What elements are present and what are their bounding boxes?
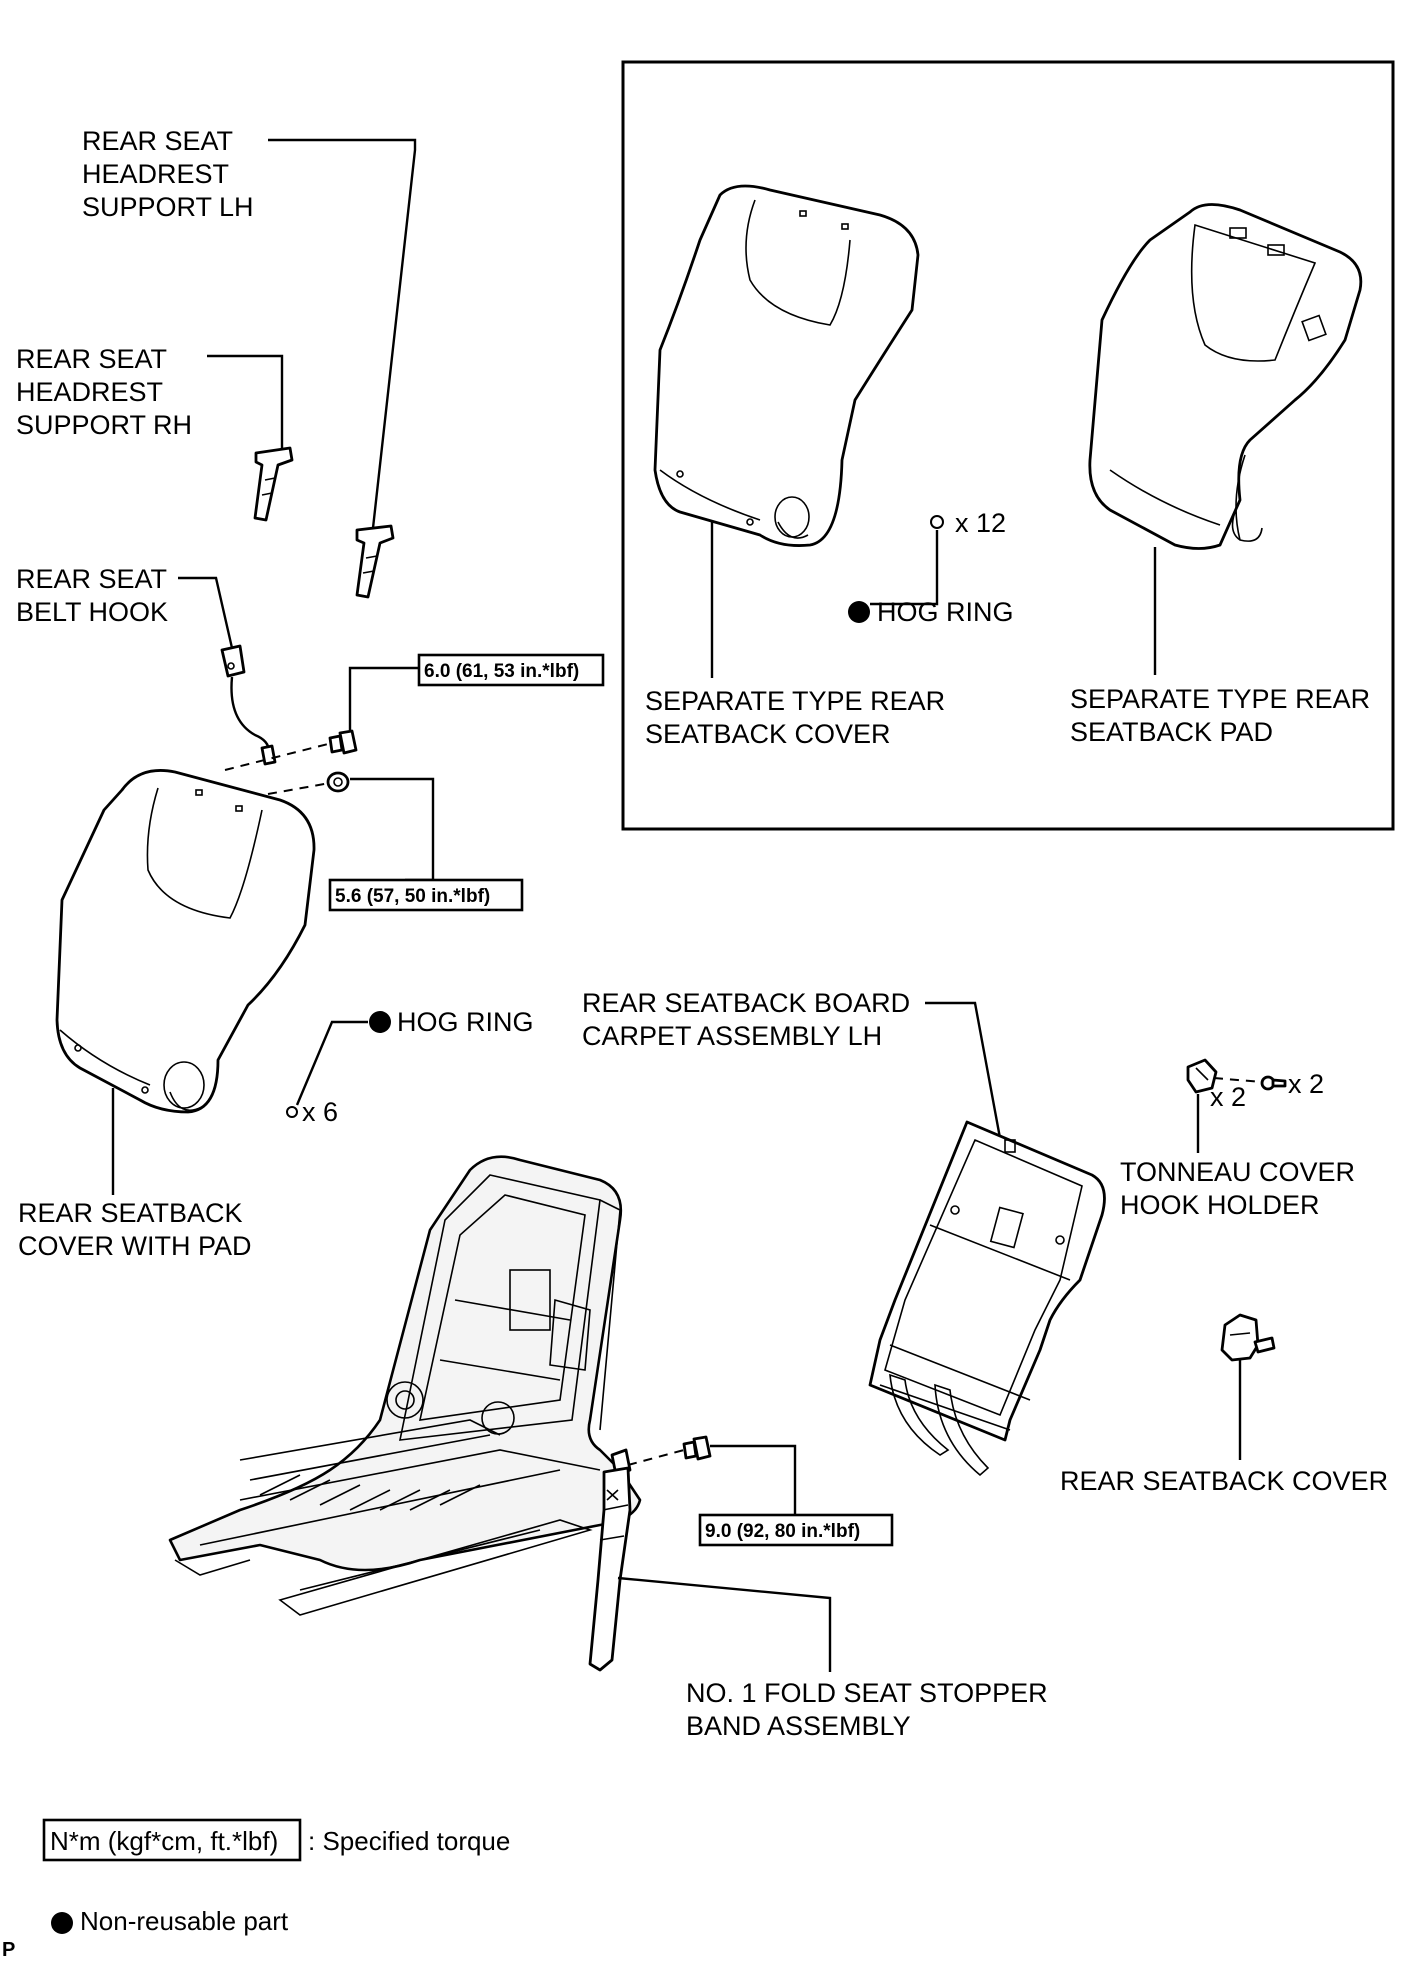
torque-9-0: 9.0 (92, 80 in.*lbf)	[705, 1521, 860, 1542]
stopper-band	[588, 1448, 632, 1672]
nut-5-6	[326, 771, 350, 793]
headrest-support-lh	[355, 524, 395, 599]
label-board-carpet: REAR SEATBACK BOARD CARPET ASSEMBLY LH	[582, 988, 918, 1051]
tonneau-screw-qty: x 2	[1288, 1069, 1324, 1099]
headrest-support-rh	[253, 446, 294, 522]
separate-seatback-pad	[1088, 203, 1363, 550]
hog-ring-inset-label: HOG RING	[877, 597, 1014, 627]
hog-ring-main-group: HOG RING x 6	[286, 1007, 534, 1127]
label-separate-pad: SEPARATE TYPE REAR SEATBACK PAD	[1070, 684, 1378, 747]
legend-torque-box	[42, 1818, 302, 1862]
tonneau-screw	[1260, 1075, 1287, 1091]
torque-box-5-6	[328, 878, 524, 912]
legend-torque-units: N*m (kgf*cm, ft.*lbf)	[50, 1826, 278, 1856]
seatback-board-carpet	[868, 1120, 1106, 1477]
tonneau-hook-holder-part	[1186, 1058, 1218, 1094]
label-seatback-cover: REAR SEATBACK COVER	[1060, 1466, 1388, 1496]
hog-ring-icon	[930, 515, 944, 529]
belt-hook	[220, 644, 277, 766]
label-headrest-lh: REAR SEAT HEADREST SUPPORT LH	[82, 126, 254, 222]
bolt-6-0	[328, 729, 358, 755]
legend-torque-text: : Specified torque	[308, 1826, 510, 1856]
label-tonneau: TONNEAU COVER HOOK HOLDER	[1120, 1157, 1363, 1220]
separate-seatback-cover	[653, 184, 920, 547]
seatback-cover-with-pad	[55, 769, 316, 1114]
label-cover-with-pad: REAR SEATBACK COVER WITH PAD	[18, 1198, 252, 1261]
nonreusable-dot-icon	[369, 1011, 391, 1033]
label-headrest-rh: REAR SEAT HEADREST SUPPORT RH	[16, 344, 192, 440]
legend-nonreusable-text: Non-reusable part	[80, 1906, 289, 1936]
bolt-9-0	[682, 1435, 712, 1461]
torque-6-0: 6.0 (61, 53 in.*lbf)	[424, 661, 579, 682]
hog-ring-main-label: HOG RING	[397, 1007, 534, 1037]
nonreusable-dot-icon	[848, 601, 870, 623]
torque-box-6-0	[417, 653, 605, 687]
torque-box-9-0	[698, 1513, 894, 1547]
seat-frame	[168, 1155, 642, 1616]
inset-frame	[621, 60, 1395, 831]
legend-nonreusable-dot-icon	[51, 1912, 73, 1934]
hog-ring-icon	[286, 1106, 298, 1118]
hog-ring-inset-qty: x 12	[955, 508, 1006, 538]
label-stopper-band: NO. 1 FOLD SEAT STOPPER BAND ASSEMBLY	[686, 1678, 1055, 1741]
tonneau-part-qty: x 2	[1210, 1082, 1246, 1112]
hog-ring-inset-group: x 12 HOG RING	[848, 508, 1014, 627]
rear-seatback-cover-part	[1220, 1313, 1276, 1362]
label-separate-cover: SEPARATE TYPE REAR SEATBACK COVER	[645, 686, 953, 749]
label-belt-hook: REAR SEAT BELT HOOK	[16, 564, 174, 627]
hog-ring-main-qty: x 6	[302, 1097, 338, 1127]
torque-5-6: 5.6 (57, 50 in.*lbf)	[335, 886, 490, 907]
corner-mark: P	[2, 1939, 15, 1961]
